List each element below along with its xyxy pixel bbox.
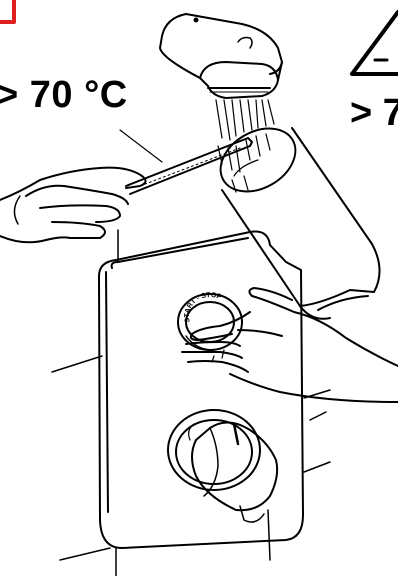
- knob-label: START - STOP: [184, 292, 223, 323]
- temperature-label-left: > 70 °C: [0, 76, 128, 114]
- temperature-label-right: > 7: [350, 94, 398, 132]
